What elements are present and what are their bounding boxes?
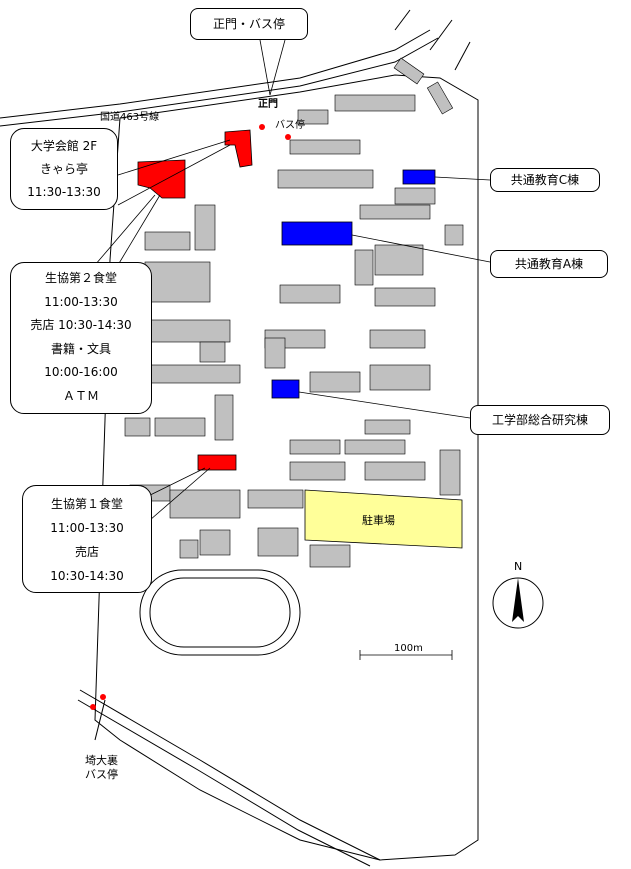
- daigaku-kaikan-building: [224, 129, 253, 168]
- main-gate-bus-label: バス停: [275, 120, 305, 131]
- rear-bus-dot-1: [100, 694, 106, 700]
- leader-lines: [94, 39, 491, 660]
- main-gate-label: 正門: [258, 99, 278, 110]
- main-gate-bus-dot-2: [285, 134, 291, 140]
- kyotsu-a-label: 共通教育A棟: [490, 250, 608, 278]
- coop2-line: 書籍・文具: [50, 341, 111, 356]
- coop-1-building: [197, 454, 237, 471]
- parking-label: 駐車場: [362, 514, 395, 527]
- parking-lot: [304, 489, 463, 549]
- rear-bus-label-1: 埼大裏: [85, 754, 118, 767]
- kaikan-line: 11:30-13:30: [27, 185, 101, 199]
- coop2-line: 10:00-16:00: [44, 365, 118, 379]
- coop2-callout: 生協第２食堂 11:00-13:30 売店 10:30-14:30 書籍・文具 …: [10, 262, 152, 414]
- coop2-line: 生協第２食堂: [44, 271, 117, 285]
- kyotsu-a-building: [281, 221, 353, 246]
- top-callout: 正門・バス停: [190, 8, 308, 40]
- kogakubu-label: 工学部総合研究棟: [470, 405, 610, 435]
- lecture-buildings: [271, 169, 436, 399]
- campus-buildings: [119, 57, 464, 568]
- coop2-line: 11:00-13:30: [44, 294, 118, 309]
- kyotsu-c-building: [402, 169, 436, 185]
- coop1-line: 11:00-13:30: [50, 521, 124, 535]
- coop1-line: 10:30-14:30: [50, 569, 124, 583]
- kaikan-line: きゃら亭: [39, 162, 88, 176]
- coop1-callout: 生協第１食堂 11:00-13:30 売店 10:30-14:30: [22, 485, 152, 593]
- kaikan-line: 大学会館 2F: [30, 139, 98, 153]
- rear-road: [77, 689, 381, 867]
- kyotsu-c-label: 共通教育C棟: [490, 168, 600, 192]
- route-label: 国道463号線: [100, 112, 160, 123]
- coop1-line: 売店: [74, 545, 99, 559]
- kaikan-callout: 大学会館 2F きゃら亭 11:30-13:30: [10, 128, 118, 210]
- scale-label: 100m: [394, 643, 423, 654]
- coop2-line: 売店 10:30-14:30: [30, 318, 132, 332]
- dining-buildings: [137, 129, 253, 471]
- athletic-track-inner: [149, 577, 291, 648]
- rear-bus-dot-2: [90, 704, 96, 710]
- compass-icon: [492, 577, 544, 629]
- national-route-road: [0, 9, 471, 127]
- coop1-line: 生協第１食堂: [50, 497, 123, 511]
- coop-2-building: [137, 159, 186, 199]
- coop2-line: ＡＴＭ: [62, 388, 99, 403]
- rear-bus-label-2: バス停: [85, 768, 118, 781]
- compass-north-label: N: [514, 560, 523, 573]
- main-gate-bus-dot-1: [259, 124, 265, 130]
- kogakubu-building: [271, 379, 300, 399]
